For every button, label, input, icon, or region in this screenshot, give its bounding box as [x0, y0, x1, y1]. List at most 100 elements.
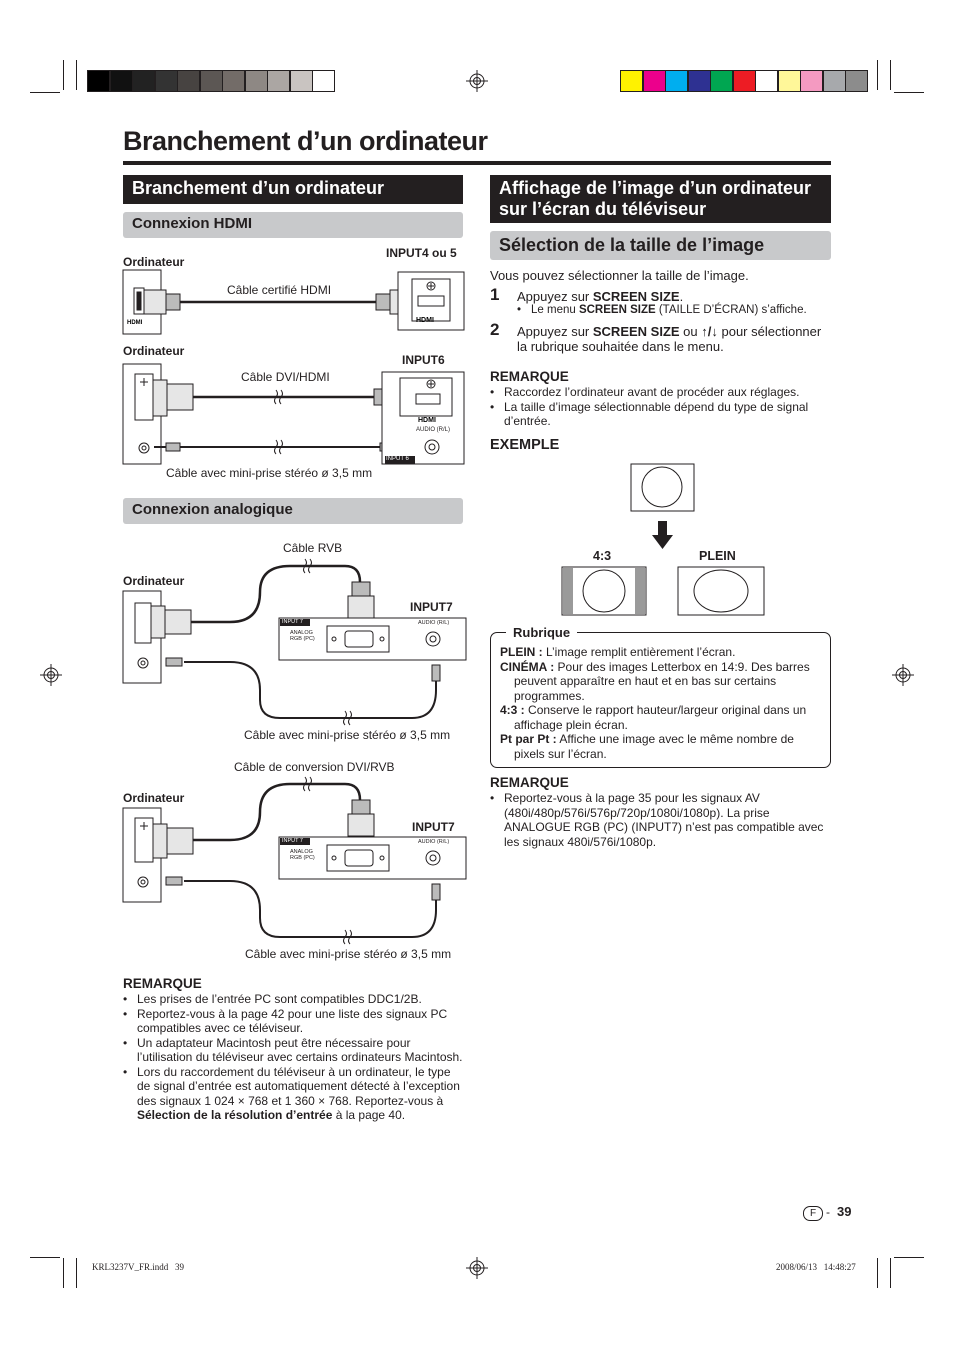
right-remarque1-item: La taille d’image sélectionnable dépend …: [490, 400, 831, 429]
analog2-rgb-label: ANALOG RGB (PC): [290, 849, 315, 861]
hdmi-input-label: INPUT4 ou 5: [386, 246, 457, 260]
step1-sub-post: (TAILLE D’ÉCRAN) s’affiche.: [655, 304, 807, 316]
right-remarque2-item: Reportez-vous à la page 35 pour les sign…: [490, 791, 833, 849]
rubrique-key: CINÉMA :: [500, 659, 555, 674]
rubrique-list: PLEIN : L’image remplit entièrement l’éc…: [500, 645, 822, 761]
step-number: 1: [490, 285, 500, 304]
svg-text:HDMI: HDMI: [418, 417, 436, 424]
right-remarque2-title: REMARQUE: [490, 775, 569, 790]
left-section-title: Branchement d’un ordinateur: [132, 178, 385, 198]
crop-mark: [890, 1258, 891, 1288]
lang-letter: F: [809, 1208, 817, 1219]
svg-text:HDMI: HDMI: [127, 320, 143, 326]
analog-rgb-label: ANALOG RGB (PC): [290, 630, 315, 642]
crop-mark: [30, 92, 60, 93]
crop-mark: [63, 1258, 64, 1288]
rubrique-title: Rubrique: [506, 625, 578, 640]
analog2-audio-label: AUDIO (R/L): [418, 839, 450, 845]
left-remarque-item: Lors du raccordement du téléviseur à un …: [123, 1065, 463, 1123]
analog2-stereo-cable-label: Câble avec mini-prise stéréo ø 3,5 mm: [245, 947, 452, 961]
dvi-computer-label: Ordinateur: [123, 344, 185, 358]
left-remarque-item: Reportez-vous à la page 42 pour une list…: [123, 1007, 463, 1036]
remarque-link-text: Sélection de la résolution d’entrée: [137, 1108, 333, 1122]
hdmi-computer-label: Ordinateur: [123, 255, 185, 269]
size-subheader: Sélection de la taille de l’image: [490, 231, 831, 260]
rubrique-key: 4:3 :: [500, 703, 525, 717]
svg-text:HDMI: HDMI: [416, 317, 434, 324]
right-section-header: Affichage de l’image d’un ordinateur sur…: [490, 175, 831, 223]
rubrique-box: [490, 632, 831, 768]
hdmi-heading: Connexion HDMI: [132, 215, 252, 232]
step2-text: Appuyez sur SCREEN SIZE ou ↑/↓ pour séle…: [517, 324, 833, 354]
page-number: 39: [837, 1204, 852, 1219]
left-remarque-title: REMARQUE: [123, 976, 202, 991]
ratio-43-label: 4:3: [593, 549, 612, 563]
left-remarque-item: Les prises de l’entrée PC sont compatibl…: [123, 992, 463, 1007]
rubrique-desc: L’image remplit entièrement l’écran.: [542, 645, 736, 659]
crop-mark: [890, 60, 891, 90]
rgb-cable-label: Câble RVB: [283, 541, 343, 555]
screen-size-key: SCREEN SIZE: [578, 304, 656, 316]
analog-heading: Connexion analogique: [132, 501, 293, 518]
dvi-cable-label: Câble DVI/HDMI: [241, 370, 330, 384]
crop-mark: [877, 60, 878, 90]
up-down-arrows-icon: ↑/↓: [701, 324, 718, 339]
analog-panel-tag: INPUT 7: [282, 619, 303, 625]
analog-computer-label: Ordinateur: [123, 574, 185, 588]
title-rule: [123, 161, 831, 165]
crop-mark: [63, 60, 64, 90]
ratio-plein-label: PLEIN: [699, 549, 736, 563]
exemple-title: EXEMPLE: [490, 437, 560, 453]
analog-input-label: INPUT7: [410, 600, 453, 614]
step2-text-mid: ou: [679, 324, 702, 339]
step1-text-post: .: [679, 289, 684, 304]
rubrique-desc: Affiche une image avec le même nombre de…: [514, 732, 794, 761]
intro-text: Vous pouvez sélectionner la taille de l’…: [490, 268, 749, 283]
left-remarque-list: Les prises de l’entrée PC sont compatibl…: [123, 992, 463, 1123]
remarque-text: Lors du raccordement du téléviseur à un …: [137, 1064, 460, 1108]
analog-stereo-cable-label: Câble avec mini-prise stéréo ø 3,5 mm: [244, 728, 451, 742]
rubrique-item: CINÉMA : Pour des images Letterbox en 14…: [500, 660, 822, 704]
right-remarque1-list: Raccordez l’ordinateur avant de procéder…: [490, 385, 831, 429]
step1-text: Appuyez sur SCREEN SIZE.: [517, 289, 831, 304]
analog-audio-label: AUDIO (R/L): [418, 620, 450, 626]
analog2-input-label: INPUT7: [412, 820, 455, 834]
screen-size-key: SCREEN SIZE: [592, 324, 680, 339]
right-remarque2-list: Reportez-vous à la page 35 pour les sign…: [490, 791, 833, 849]
screen-size-key: SCREEN SIZE: [592, 289, 680, 304]
page-title: Branchement d’un ordinateur: [123, 126, 488, 156]
analog-subheader: Connexion analogique: [123, 498, 463, 524]
footer-filename: KRL3237V_FR.indd 39: [92, 1262, 185, 1272]
dvi-input-label: INPUT6: [402, 353, 445, 367]
crop-mark: [76, 1258, 77, 1288]
hdmi-cable-label: Câble certifié HDMI: [227, 283, 332, 297]
page-dash: -: [826, 1205, 830, 1219]
analog2-computer-label: Ordinateur: [123, 791, 185, 805]
rubrique-key: Pt par Pt :: [500, 732, 557, 746]
left-remarque-item: Un adaptateur Macintosh peut être nécess…: [123, 1036, 463, 1065]
step2-text-pre: Appuyez sur: [517, 324, 593, 339]
footer-date: 2008/06/13 14:48:27: [776, 1262, 856, 1272]
lang-badge: F: [803, 1206, 823, 1221]
right-remarque1-item: Raccordez l’ordinateur avant de procéder…: [490, 385, 831, 400]
color-swatch: [845, 70, 868, 92]
step1-sub-pre: Le menu: [531, 304, 579, 316]
rubrique-desc: Pour des images Letterbox en 14:9. Des b…: [514, 659, 810, 703]
rubrique-item: PLEIN : L’image remplit entièrement l’éc…: [500, 645, 822, 660]
step1-subnote: Le menu SCREEN SIZE (TAILLE D’ÉCRAN) s’a…: [517, 304, 807, 316]
size-subheading: Sélection de la taille de l’image: [499, 235, 765, 255]
step1-text-pre: Appuyez sur: [517, 289, 593, 304]
rubrique-key: PLEIN :: [500, 645, 543, 659]
rubrique-item: Pt par Pt : Affiche une image avec le mê…: [500, 732, 822, 761]
dvi-rgb-cable-label: Câble de conversion DVI/RVB: [234, 760, 395, 774]
right-section-title: Affichage de l’image d’un ordinateur sur…: [499, 178, 812, 219]
dvi-stereo-cable-label: Câble avec mini-prise stéréo ø 3,5 mm: [166, 466, 373, 480]
crop-mark: [877, 1258, 878, 1288]
right-remarque1-title: REMARQUE: [490, 369, 569, 384]
step1-sub-bullet: Le menu SCREEN SIZE (TAILLE D’ÉCRAN) s’a…: [517, 304, 807, 316]
dvi-audio-label: AUDIO (R/L): [416, 427, 451, 433]
